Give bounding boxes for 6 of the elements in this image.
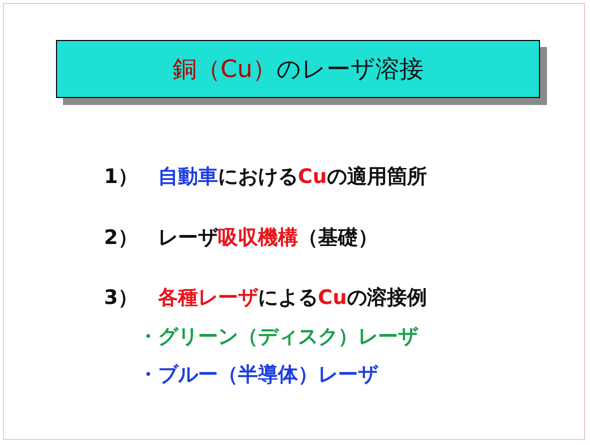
list-item: 2） レーザ吸収機構（基礎） bbox=[104, 224, 378, 251]
list-item: 1） 自動車におけるCuの適用箇所 bbox=[104, 163, 427, 190]
list-item: 3） 各種レーザによるCuの溶接例 bbox=[104, 284, 427, 311]
sub-item: ・ブルー（半導体）レーザ bbox=[138, 361, 378, 388]
sub-item: ・グリーン（ディスク）レーザ bbox=[138, 323, 418, 350]
slide-title: 銅（Cu）のレーザ溶接 bbox=[172, 54, 424, 85]
